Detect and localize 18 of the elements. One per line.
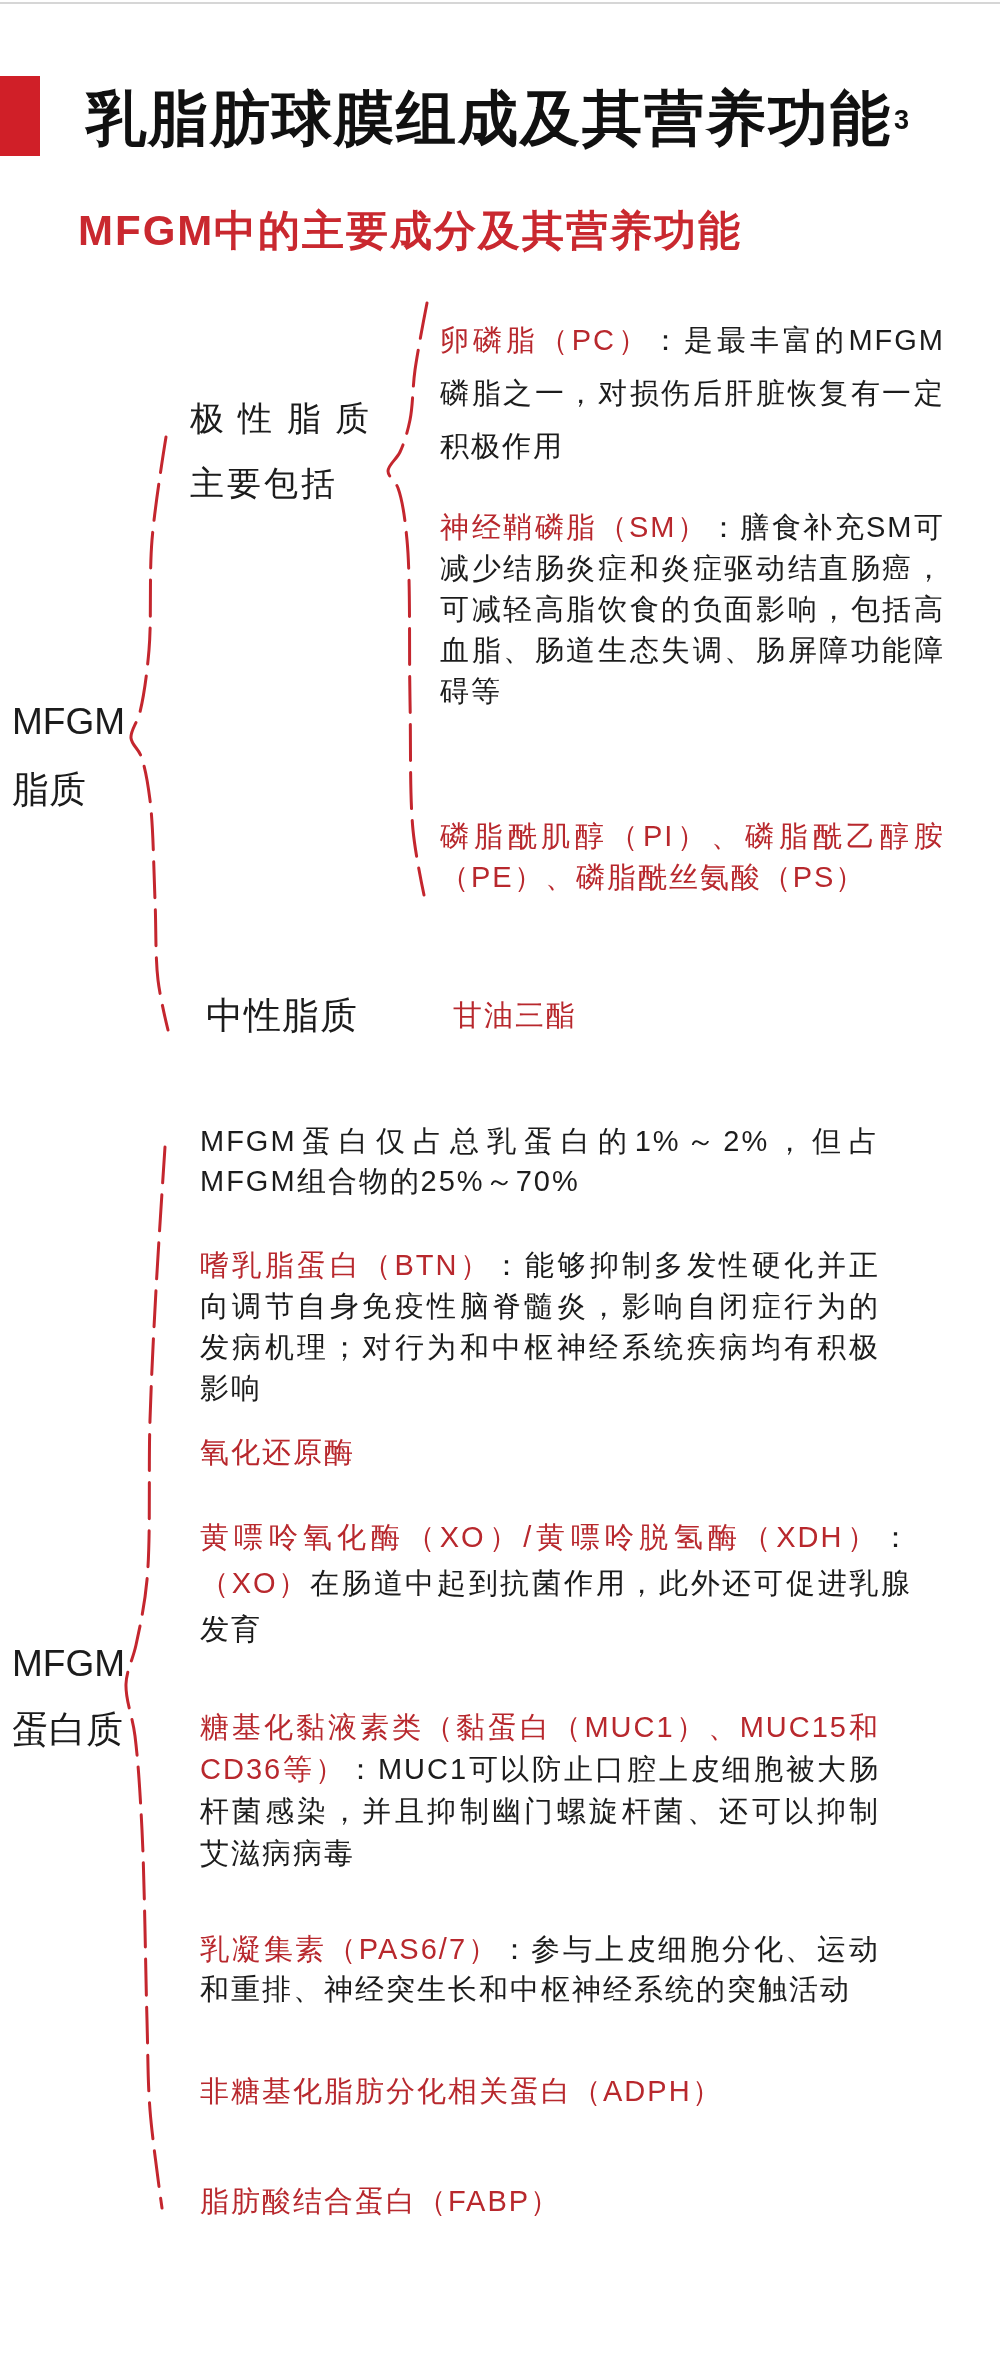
- category-label: MFGM蛋白质: [12, 1642, 127, 1752]
- item-description: 黄嘌呤氧化酶（XO）/黄嘌呤脱氢酶（XDH）：（XO）在肠道中起到抗菌作用，此外还可促进乳腺发育: [200, 1520, 912, 1647]
- item-description: 卵磷脂（PC）：是最丰富的MFGM磷脂之一，对损伤后肝脏恢复有一定积极作用: [440, 323, 945, 464]
- component-name: 甘油三酯: [453, 998, 577, 1033]
- item-description: MFGM蛋白仅占总乳蛋白的1%～2%，但占MFGM组合物的25%～70%: [200, 1124, 880, 1199]
- subcategory-label: 中性脂质: [206, 994, 358, 1038]
- item-description: 乳凝集素（PAS6/7）：参与上皮细胞分化、运动和重排、神经突生长和中枢神经系统的突触活动: [200, 1932, 880, 2007]
- component-name: 氧化还原酶: [200, 1435, 355, 1470]
- category-label: MFGM脂质: [12, 700, 127, 812]
- subtitle: MFGM中的主要成分及其营养功能: [78, 206, 743, 256]
- component-name: 脂肪酸结合蛋白（FABP）: [200, 2184, 562, 2219]
- component-name: 非糖基化脂肪分化相关蛋白（ADPH）: [200, 2074, 723, 2109]
- item-description: 糖基化黏液素类（黏蛋白（MUC1）、MUC15和CD36等）：MUC1可以防止口腔上皮细胞被大肠杆菌感染，并且抑制幽门螺旋杆菌、还可以抑制艾滋病病毒: [200, 1710, 880, 1871]
- item-description: 神经鞘磷脂（SM）：膳食补充SM可减少结肠炎症和炎症驱动结直肠癌，可减轻高脂饮食的负面影响，包括高血脂、肠道生态失调、肠屏障功能障碍等: [440, 510, 945, 709]
- component-name: 磷脂酰肌醇（PI）、磷脂酰乙醇胺（PE）、磷脂酰丝氨酸（PS）: [440, 819, 945, 895]
- title: 乳脂肪球膜组成及其营养功能$^{3}$: [86, 84, 912, 154]
- subcategory-label: 极性脂质主要包括: [190, 398, 372, 504]
- item-description: 嗜乳脂蛋白（BTN）：能够抑制多发性硬化并正向调节自身免疫性脑脊髓炎，影响自闭症行为的发病机理；对行为和中枢神经系统疾病均有积极影响: [200, 1248, 880, 1406]
